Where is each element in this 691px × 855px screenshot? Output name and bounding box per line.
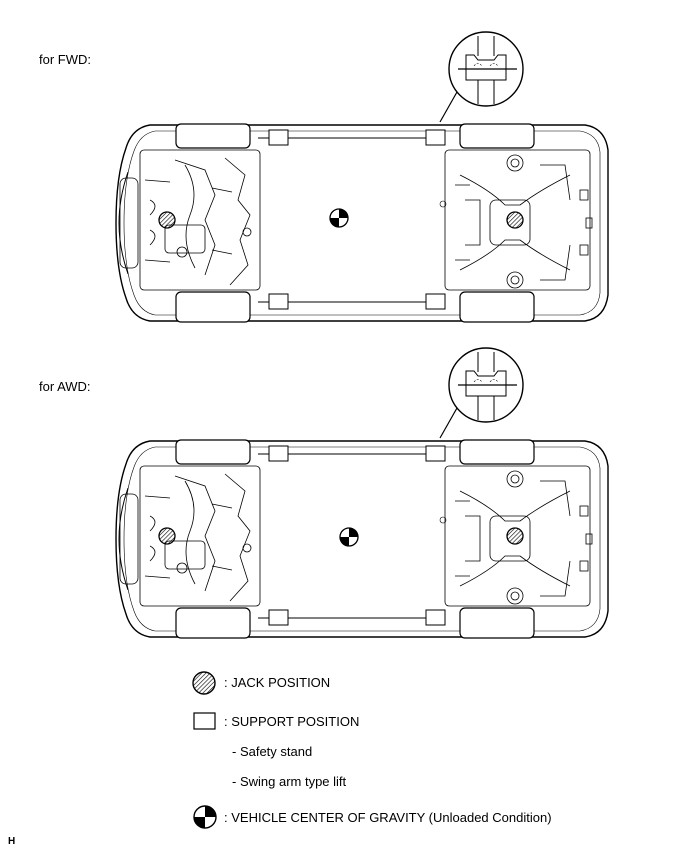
legend-jack-symbol bbox=[192, 671, 216, 695]
figure-code: H bbox=[8, 836, 16, 847]
awd-center-of-gravity bbox=[339, 527, 359, 547]
legend-support-sub1: - Safety stand bbox=[232, 744, 313, 759]
fwd-label: for FWD: bbox=[39, 52, 91, 67]
fwd-front-jack-point bbox=[158, 211, 176, 229]
fwd-rear-jack-point bbox=[506, 211, 524, 229]
legend-support-sub2: - Swing arm type lift bbox=[232, 774, 347, 789]
legend-support-text: : SUPPORT POSITION bbox=[224, 714, 360, 729]
awd-front-jack-point bbox=[158, 527, 176, 545]
legend-support-symbol bbox=[193, 712, 216, 730]
legend-gravity-text: : VEHICLE CENTER OF GRAVITY (Unloaded Co… bbox=[224, 810, 552, 825]
fwd-center-of-gravity bbox=[329, 208, 349, 228]
awd-rear-jack-point bbox=[506, 527, 524, 545]
awd-vehicle-diagram bbox=[115, 347, 609, 639]
legend-jack-text: : JACK POSITION bbox=[224, 675, 331, 690]
fwd-vehicle-diagram bbox=[115, 31, 609, 323]
legend-gravity-symbol bbox=[193, 805, 217, 829]
awd-label: for AWD: bbox=[39, 379, 91, 394]
